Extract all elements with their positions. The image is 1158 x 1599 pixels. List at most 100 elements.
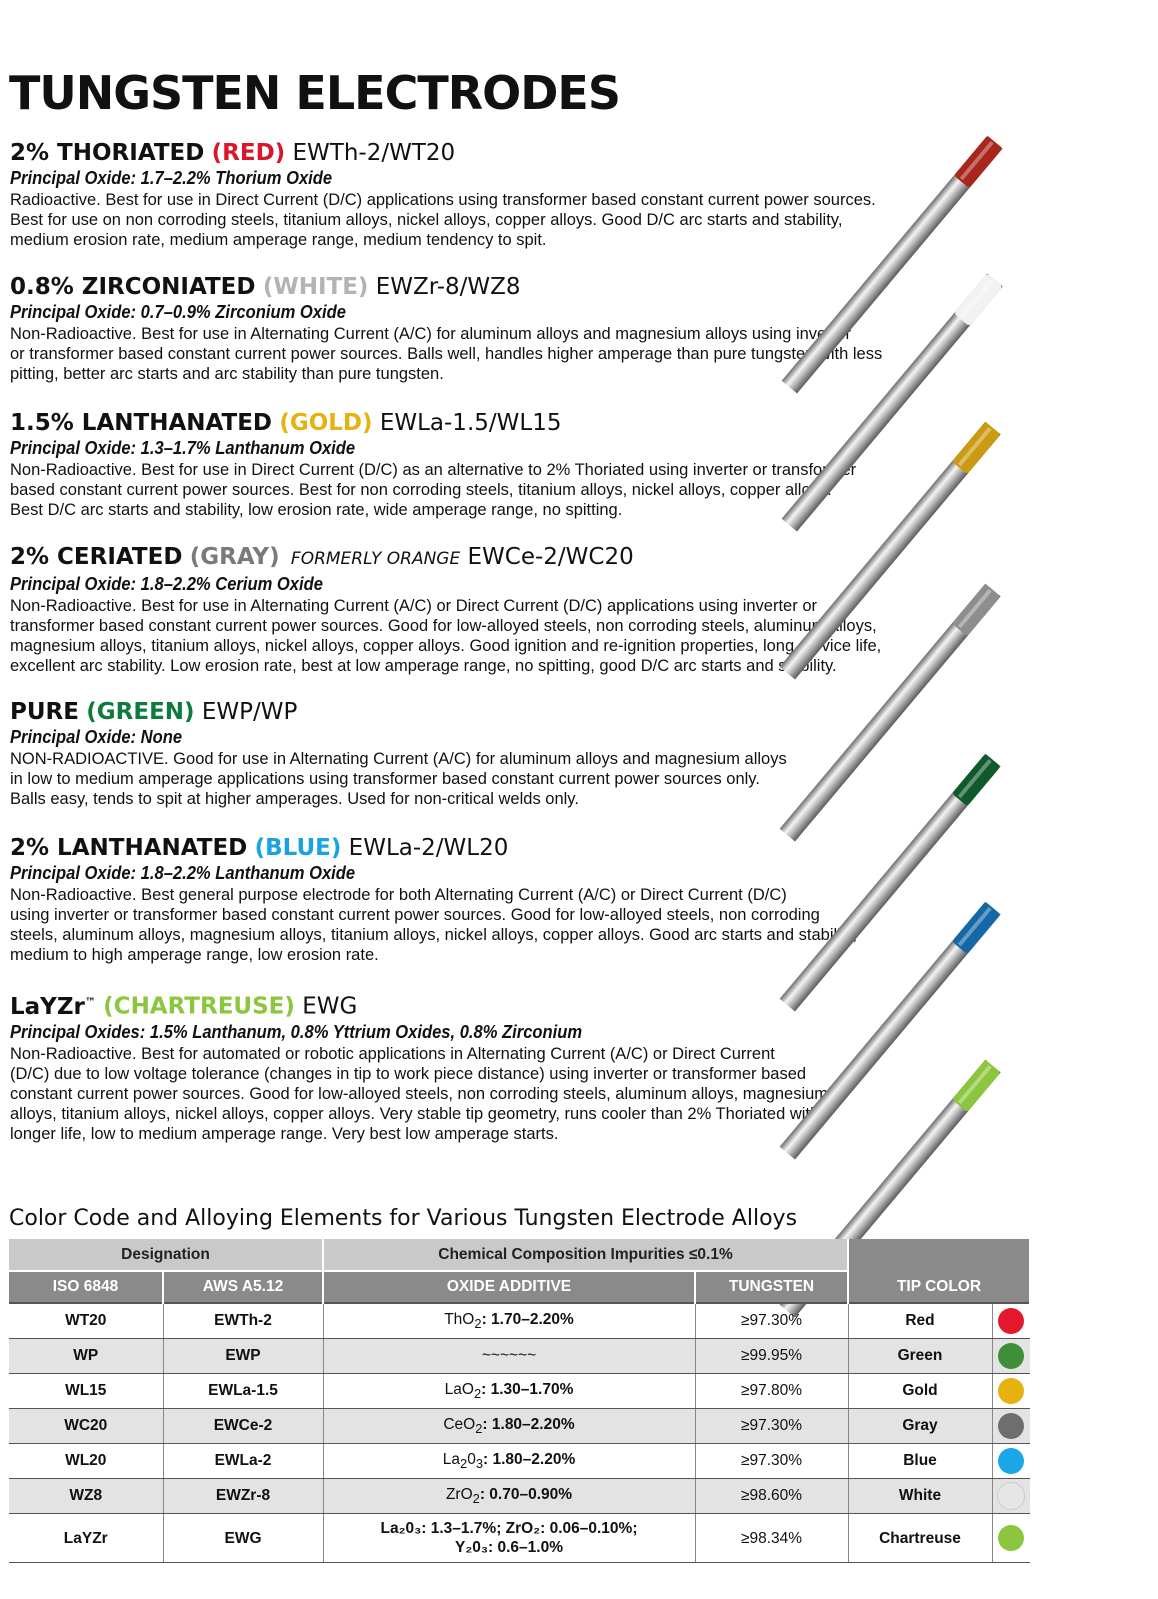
principal-oxide: Principal Oxide: 1.8–2.2% Cerium Oxide bbox=[10, 574, 323, 594]
oxide-formula: ThO bbox=[444, 1310, 475, 1328]
tip-color-swatch bbox=[992, 1302, 1030, 1339]
entry-description: NON-RADIOACTIVE. Good for use in Alterna… bbox=[10, 749, 990, 809]
entry-color-label: (WHITE) bbox=[262, 274, 369, 300]
entry-code: EWLa-2/WL20 bbox=[348, 835, 509, 861]
description-line: Radioactive. Best for use in Direct Curr… bbox=[10, 191, 876, 209]
oxide-cell: ThO2: 1.70–2.20% bbox=[323, 1302, 696, 1339]
iso-cell: WZ8 bbox=[9, 1478, 164, 1514]
oxide-formula: La bbox=[442, 1450, 461, 1468]
oxide-cell: La203: 1.80–2.20% bbox=[323, 1443, 696, 1479]
description-line: (D/C) due to low voltage tolerance (chan… bbox=[10, 1064, 807, 1083]
entry-color-label: (GREEN) bbox=[86, 699, 195, 725]
electrode-entry-thoriated: 2% THORIATED (RED) EWTh-2/WT20 Principal… bbox=[10, 140, 990, 250]
entry-code: EWCe-2/WC20 bbox=[467, 544, 634, 570]
alloy-table: Designation Chemical Composition Impurit… bbox=[9, 1239, 1031, 1563]
oxide-value: : 1.80–2.20% bbox=[482, 1415, 575, 1433]
description-line: Non-Radioactive. Best for use in Alterna… bbox=[10, 325, 851, 343]
description-line: Non-Radioactive. Best for use in Alterna… bbox=[10, 597, 817, 615]
header-chemical-composition: Chemical Composition Impurities ≤0.1% bbox=[323, 1239, 849, 1272]
description-line: constant current power sources. Good for… bbox=[10, 1084, 829, 1103]
entry-description: Non-Radioactive. Best for use in Direct … bbox=[10, 460, 990, 520]
oxide-subscript: 2 bbox=[460, 1456, 468, 1472]
entry-heading: 2% CERIATED (GRAY) FORMERLY ORANGE EWCe-… bbox=[10, 544, 990, 573]
description-line: or transformer based constant current po… bbox=[10, 345, 883, 363]
description-line: NON-RADIOACTIVE. Good for use in Alterna… bbox=[10, 750, 787, 768]
tip-color-swatch bbox=[992, 1443, 1030, 1479]
aws-cell: EWP bbox=[163, 1338, 324, 1374]
electrode-entry-lanthanated-1-5: 1.5% LANTHANATED (GOLD) EWLa-1.5/WL15 Pr… bbox=[10, 410, 990, 520]
entry-heading: LaYZr™ (CHARTREUSE) EWG bbox=[10, 988, 990, 1021]
table-row: WT20 EWTh-2 ThO2: 1.70–2.20% ≥97.30% Red bbox=[9, 1302, 1030, 1339]
oxide-formula: ZrO bbox=[445, 1485, 473, 1503]
entry-name: LaYZr™ bbox=[10, 994, 96, 1020]
tungsten-cell: ≥98.34% bbox=[695, 1513, 849, 1563]
entry-heading: PURE (GREEN) EWP/WP bbox=[10, 699, 990, 726]
tip-color-swatch bbox=[992, 1513, 1030, 1563]
description-line: excellent arc stability. Low erosion rat… bbox=[10, 657, 837, 675]
entry-color-label: (BLUE) bbox=[254, 835, 342, 861]
principal-oxide: Principal Oxide: 1.3–1.7% Lanthanum Oxid… bbox=[10, 438, 356, 458]
color-dot-icon bbox=[997, 1482, 1026, 1510]
tungsten-cell: ≥97.80% bbox=[695, 1373, 849, 1409]
oxide-value: : 1.30–1.70% bbox=[481, 1380, 574, 1398]
principal-oxide: Principal Oxide: 1.7–2.2% Thorium Oxide bbox=[10, 168, 333, 188]
iso-cell: WL20 bbox=[9, 1443, 164, 1479]
description-line: transformer based constant current power… bbox=[10, 617, 877, 635]
oxide-cell: CeO2: 1.80–2.20% bbox=[323, 1408, 696, 1444]
table-row: WP EWP ~~~~~~ ≥99.95% Green bbox=[9, 1338, 1030, 1374]
color-dot-icon bbox=[998, 1343, 1025, 1369]
description-line: in low to medium amperage applications u… bbox=[10, 770, 760, 788]
tip-color-cell: Chartreuse bbox=[848, 1513, 993, 1563]
description-line: using inverter or transformer based cons… bbox=[10, 906, 820, 924]
tip-color-cell: Gray bbox=[848, 1408, 993, 1444]
principal-oxide: Principal Oxide: 1.8–2.2% Lanthanum Oxid… bbox=[10, 863, 356, 883]
entry-description: Radioactive. Best for use in Direct Curr… bbox=[10, 190, 990, 250]
entry-name: 2% CERIATED bbox=[10, 544, 183, 570]
aws-cell: EWCe-2 bbox=[163, 1408, 324, 1444]
color-dot-icon bbox=[998, 1448, 1025, 1474]
header-tungsten: TUNGSTEN bbox=[695, 1271, 849, 1303]
oxide-line: Y₂0₃: 0.6–1.0% bbox=[455, 1539, 563, 1556]
entry-code: EWLa-1.5/WL15 bbox=[379, 410, 562, 436]
iso-cell: WC20 bbox=[9, 1408, 164, 1444]
description-line: pitting, better arc starts and arc stabi… bbox=[10, 365, 444, 383]
description-line: medium erosion rate, medium amperage ran… bbox=[10, 231, 547, 249]
page-title: TUNGSTEN ELECTRODES bbox=[9, 66, 621, 120]
entry-heading: 2% THORIATED (RED) EWTh-2/WT20 bbox=[10, 140, 990, 167]
description-line: Balls easy, tends to spit at higher ampe… bbox=[10, 790, 579, 808]
entry-name: 2% LANTHANATED bbox=[10, 835, 248, 861]
entry-color-label: (GOLD) bbox=[279, 410, 373, 436]
color-dot-icon bbox=[998, 1308, 1025, 1334]
electrode-entry-zirconiated: 0.8% ZIRCONIATED (WHITE) EWZr-8/WZ8 Prin… bbox=[10, 274, 990, 384]
entry-name: 2% THORIATED bbox=[10, 140, 205, 166]
tip-color-cell: Blue bbox=[848, 1443, 993, 1479]
entry-name-text: LaYZr bbox=[10, 993, 85, 1020]
oxide-subscript: 2 bbox=[474, 1316, 482, 1332]
oxide-cell: LaO2: 1.30–1.70% bbox=[323, 1373, 696, 1409]
tungsten-cell: ≥99.95% bbox=[695, 1338, 849, 1374]
entry-heading: 0.8% ZIRCONIATED (WHITE) EWZr-8/WZ8 bbox=[10, 274, 990, 301]
tip-color-cell: Green bbox=[848, 1338, 993, 1374]
entry-code: EWTh-2/WT20 bbox=[292, 140, 456, 166]
entry-color-label: (RED) bbox=[211, 140, 286, 166]
header-designation: Designation bbox=[9, 1239, 324, 1272]
color-dot-icon bbox=[998, 1378, 1025, 1404]
aws-cell: EWTh-2 bbox=[163, 1302, 324, 1339]
description-line: longer life, low to medium amperage rang… bbox=[10, 1124, 559, 1143]
oxide-cell: ZrO2: 0.70–0.90% bbox=[323, 1478, 696, 1514]
entry-color-label: (CHARTREUSE) bbox=[103, 993, 295, 1020]
oxide-formula: LaO bbox=[444, 1380, 474, 1398]
oxide-subscript: 2 bbox=[472, 1491, 480, 1507]
description-line: Non-Radioactive. Best for use in Direct … bbox=[10, 461, 857, 479]
description-line: Best D/C arc starts and stability, low e… bbox=[10, 501, 623, 519]
tungsten-cell: ≥98.60% bbox=[695, 1478, 849, 1514]
entry-description: Non-Radioactive. Best for use in Alterna… bbox=[10, 324, 990, 384]
color-dot-icon bbox=[998, 1525, 1025, 1551]
header-oxide-additive: OXIDE ADDITIVE bbox=[323, 1271, 696, 1303]
description-line: Best for use on non corroding steels, ti… bbox=[10, 211, 843, 229]
description-line: steels, aluminum alloys, magnesium alloy… bbox=[10, 926, 858, 944]
tip-color-cell: Red bbox=[848, 1302, 993, 1339]
entry-name: 0.8% ZIRCONIATED bbox=[10, 274, 256, 300]
entry-heading: 1.5% LANTHANATED (GOLD) EWLa-1.5/WL15 bbox=[10, 410, 990, 437]
description-line: Non-Radioactive. Best general purpose el… bbox=[10, 886, 787, 904]
